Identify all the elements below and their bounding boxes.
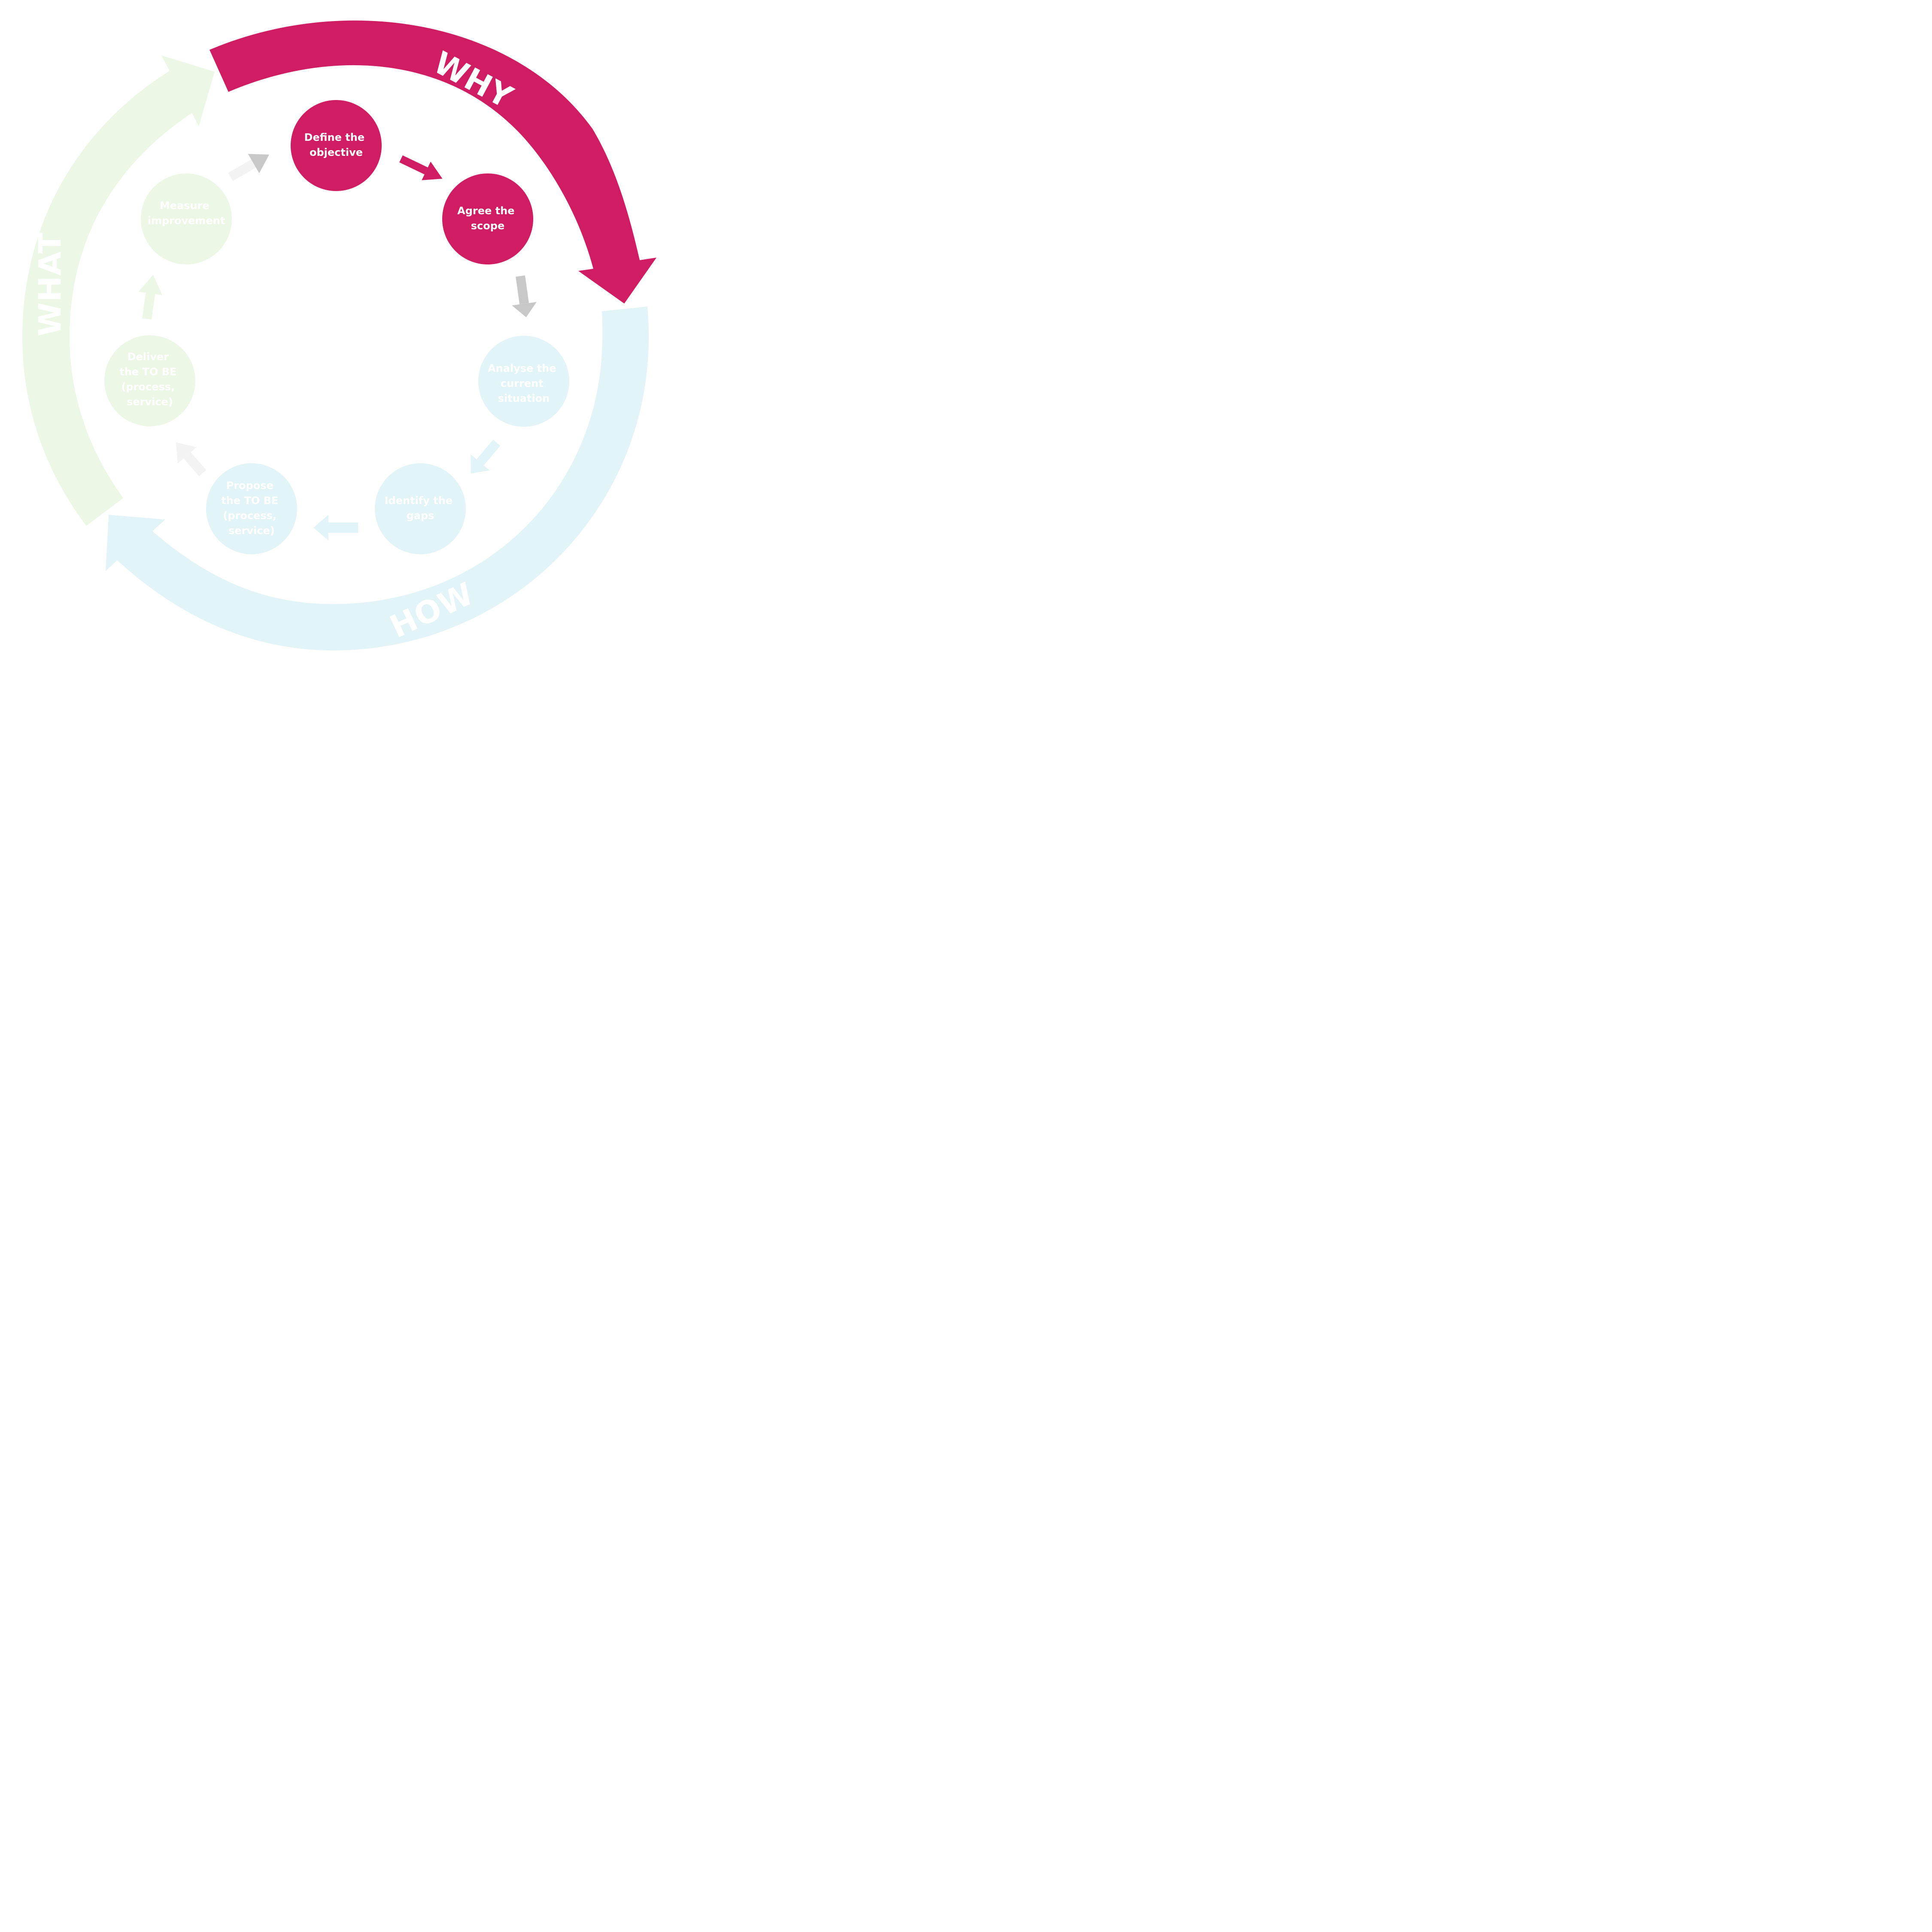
step-define-objective: Define the objective <box>291 100 382 191</box>
cycle-diagram: WHY HOW WHAT Define the object <box>22 20 656 650</box>
connector-analyse-to-gaps <box>471 439 501 474</box>
connector-scope-to-analyse <box>512 275 537 318</box>
step-label: Identify the gaps <box>385 495 456 522</box>
connector-propose-to-deliver <box>176 442 207 477</box>
step-propose-to-be: Propose the TO BE (process, service) <box>206 463 297 554</box>
step-deliver-to-be: Deliver the TO BE (process, service) <box>104 335 195 426</box>
step-measure-improvement: Measure improvement <box>141 173 232 264</box>
connector-define-to-scope <box>399 155 443 180</box>
step-label: Define the objective <box>304 131 368 158</box>
step-label: Measure improvement <box>148 200 225 227</box>
step-label: Analyse the current situation <box>488 362 560 404</box>
connector-deliver-to-measure <box>138 275 163 320</box>
step-identify-gaps: Identify the gaps <box>375 463 466 554</box>
connector-gaps-to-propose <box>313 515 358 541</box>
step-analyse-current-situation: Analyse the current situation <box>478 336 569 427</box>
what-arrow-band <box>22 55 215 526</box>
what-band-label: WHAT <box>32 232 68 337</box>
how-arrow-band <box>106 307 649 650</box>
why-arrow-band <box>210 20 656 304</box>
connector-measure-to-define <box>228 154 270 181</box>
step-label: Agree the scope <box>457 205 518 232</box>
step-label: Deliver the TO BE (process, service) <box>119 351 180 408</box>
step-label: Propose the TO BE (process, service) <box>221 480 282 537</box>
step-agree-scope: Agree the scope <box>442 173 533 264</box>
